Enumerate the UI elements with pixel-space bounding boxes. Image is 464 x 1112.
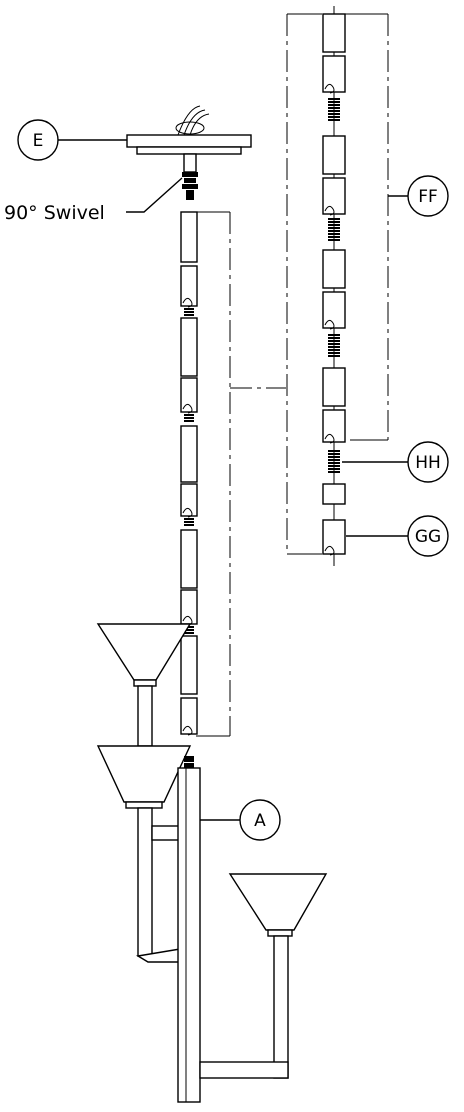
chain-link <box>322 13 346 53</box>
coupling <box>184 308 194 316</box>
main-chain <box>180 211 198 736</box>
chain-link <box>322 177 346 216</box>
coupling <box>328 450 340 473</box>
fixture-body <box>96 623 328 1103</box>
swivel-label: 90° Swivel <box>4 202 105 224</box>
callout-label-chain-assembly: FF <box>418 187 438 207</box>
callout-fixture: A <box>200 799 281 841</box>
coupling <box>328 334 340 357</box>
main-chain-bracket <box>196 211 286 737</box>
chain-link <box>180 265 198 308</box>
chain-link <box>180 529 198 589</box>
central-column <box>177 767 201 1103</box>
shade-top-left <box>96 623 192 681</box>
shade-right <box>228 873 328 931</box>
chain-link <box>180 483 198 518</box>
chain-link <box>322 519 346 556</box>
callout-label-fixture: A <box>254 811 266 831</box>
coupling <box>184 626 194 634</box>
chain-link <box>322 55 346 94</box>
chain-link <box>180 377 198 414</box>
detail-chain <box>322 13 346 556</box>
coupling <box>184 518 194 526</box>
callout-coupling: HH <box>342 441 449 483</box>
chain-link <box>180 635 198 695</box>
canopy <box>126 105 252 200</box>
coupling <box>328 98 340 121</box>
chain-link <box>322 367 346 407</box>
callout-link: GG <box>346 515 449 557</box>
chain-link <box>322 249 346 289</box>
callout-swivel: 90° Swivel <box>4 177 183 224</box>
chain-link <box>322 135 346 175</box>
coupling <box>328 218 340 241</box>
coupling <box>184 414 194 422</box>
chain-link <box>180 317 198 377</box>
chain-link <box>180 697 198 736</box>
chain-link <box>322 483 346 505</box>
callout-label-canopy: E <box>33 131 44 151</box>
shade-middle <box>96 745 192 803</box>
callout-chain-assembly: FF <box>388 175 449 217</box>
chain-link <box>180 425 198 483</box>
callout-canopy: E <box>17 119 127 161</box>
callout-label-link: GG <box>415 527 441 547</box>
chain-link <box>322 409 346 444</box>
chain-link <box>180 589 198 626</box>
callout-label-coupling: HH <box>415 453 441 473</box>
chain-link <box>180 211 198 263</box>
chain-link <box>322 291 346 330</box>
